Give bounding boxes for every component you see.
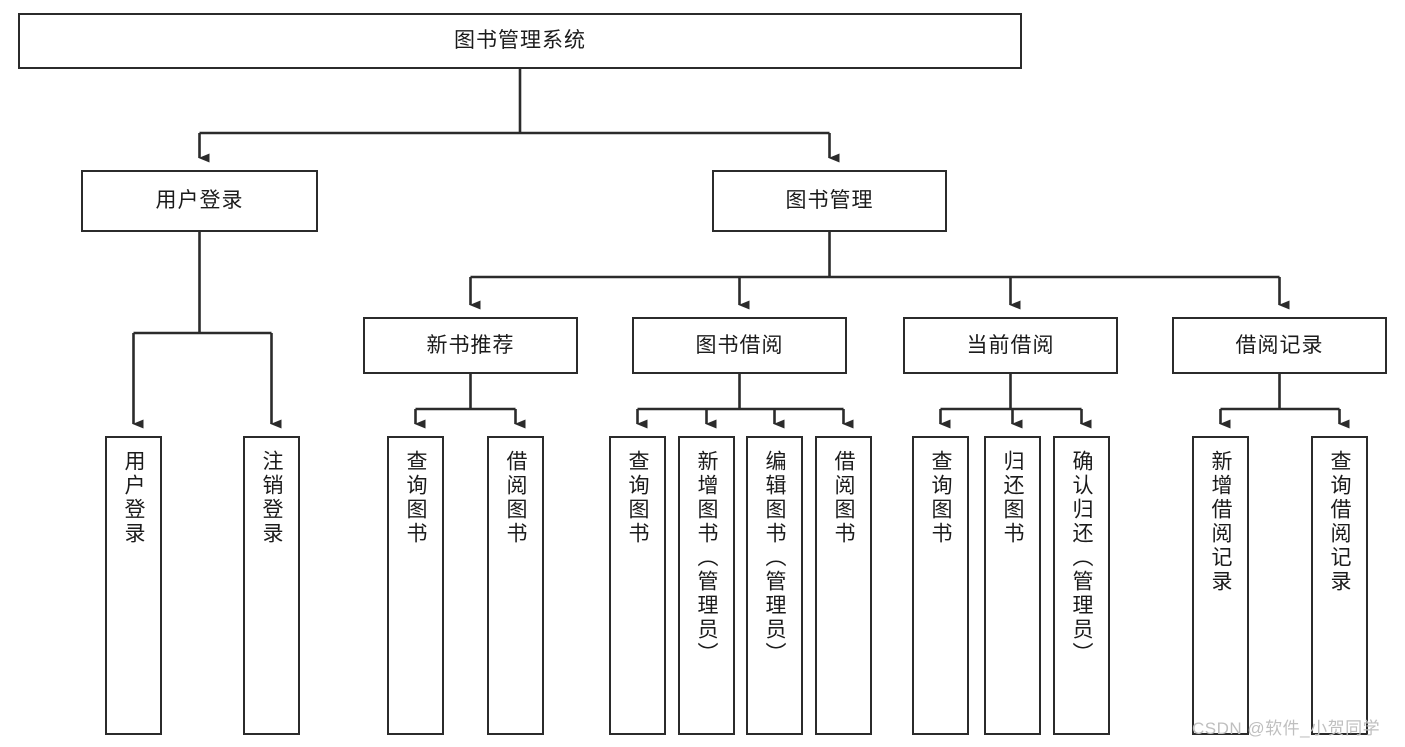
node-book-manage-label: 图书管理 — [785, 189, 874, 213]
node-leaf-query-book-1-label: 查询图书 — [404, 450, 427, 546]
node-leaf-query-book-3-label: 查询图书 — [929, 450, 952, 546]
node-borrow-record-label: 借阅记录 — [1235, 333, 1324, 357]
node-leaf-query-book-2-label: 查询图书 — [626, 450, 649, 546]
node-new-book-recommend[interactable]: 新书推荐 — [363, 317, 578, 374]
node-leaf-borrow-book-2[interactable]: 借阅图书 — [815, 436, 872, 735]
node-new-book-recommend-label: 新书推荐 — [426, 333, 515, 357]
node-leaf-query-book-3[interactable]: 查询图书 — [912, 436, 969, 735]
node-leaf-confirm-return[interactable]: 确认归还（管理员） — [1053, 436, 1110, 735]
node-leaf-query-book-2[interactable]: 查询图书 — [609, 436, 666, 735]
node-borrow-record[interactable]: 借阅记录 — [1172, 317, 1387, 374]
node-leaf-query-record-label: 查询借阅记录 — [1328, 450, 1351, 594]
node-leaf-user-login-label: 用户登录 — [122, 450, 145, 546]
node-book-manage[interactable]: 图书管理 — [712, 170, 947, 232]
node-current-borrow-label: 当前借阅 — [966, 333, 1055, 357]
node-leaf-edit-book[interactable]: 编辑图书（管理员） — [746, 436, 803, 735]
node-leaf-add-record-label: 新增借阅记录 — [1209, 450, 1232, 594]
node-book-borrow-label: 图书借阅 — [695, 333, 784, 357]
node-leaf-borrow-book-1[interactable]: 借阅图书 — [487, 436, 544, 735]
node-leaf-query-record[interactable]: 查询借阅记录 — [1311, 436, 1368, 735]
node-root-label: 图书管理系统 — [454, 29, 586, 53]
node-leaf-return-book-label: 归还图书 — [1001, 450, 1024, 546]
node-user-login-label: 用户登录 — [155, 189, 244, 213]
node-leaf-edit-book-label: 编辑图书（管理员） — [763, 450, 786, 666]
node-leaf-query-book-1[interactable]: 查询图书 — [387, 436, 444, 735]
node-leaf-borrow-book-2-label: 借阅图书 — [832, 450, 855, 546]
node-leaf-add-book-label: 新增图书（管理员） — [695, 450, 718, 666]
node-leaf-borrow-book-1-label: 借阅图书 — [504, 450, 527, 546]
node-book-borrow[interactable]: 图书借阅 — [632, 317, 847, 374]
node-current-borrow[interactable]: 当前借阅 — [903, 317, 1118, 374]
node-leaf-confirm-return-label: 确认归还（管理员） — [1070, 450, 1093, 666]
node-user-login[interactable]: 用户登录 — [81, 170, 318, 232]
node-leaf-logout-label: 注销登录 — [260, 450, 283, 546]
node-leaf-add-record[interactable]: 新增借阅记录 — [1192, 436, 1249, 735]
node-leaf-return-book[interactable]: 归还图书 — [984, 436, 1041, 735]
csdn-watermark: CSDN @软件_小贺同学 — [1192, 719, 1381, 738]
node-leaf-logout[interactable]: 注销登录 — [243, 436, 300, 735]
node-root[interactable]: 图书管理系统 — [18, 13, 1022, 69]
node-leaf-add-book[interactable]: 新增图书（管理员） — [678, 436, 735, 735]
node-leaf-user-login[interactable]: 用户登录 — [105, 436, 162, 735]
